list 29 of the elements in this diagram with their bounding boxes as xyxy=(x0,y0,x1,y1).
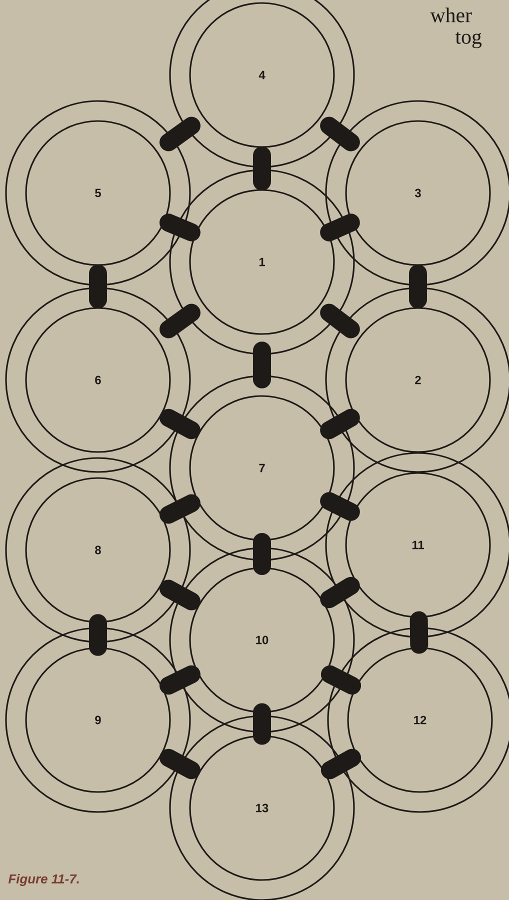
ring: 8 xyxy=(5,457,191,643)
ring: 6 xyxy=(5,287,191,473)
link xyxy=(320,408,360,440)
ring: 9 xyxy=(5,627,191,813)
ring: 4 xyxy=(169,0,355,168)
ring: 11 xyxy=(325,452,509,638)
link xyxy=(320,214,360,242)
link xyxy=(160,214,200,242)
link xyxy=(160,665,200,695)
ring: 12 xyxy=(327,627,509,813)
ring: 5 xyxy=(5,100,191,286)
ring: 13 xyxy=(169,715,355,900)
link xyxy=(253,703,271,745)
link xyxy=(320,492,360,521)
ring: 2 xyxy=(325,287,509,473)
link xyxy=(89,614,107,656)
page-text: tog xyxy=(455,32,482,48)
ring: 7 xyxy=(169,375,355,561)
link xyxy=(410,611,428,654)
link xyxy=(160,494,200,524)
ring: 1 xyxy=(169,169,355,355)
ring: 10 xyxy=(169,547,355,733)
caption: Figure 11-7. xyxy=(8,874,79,886)
ring: 3 xyxy=(325,100,509,286)
link xyxy=(320,665,362,695)
page-text: wher xyxy=(430,8,472,22)
link xyxy=(253,532,271,576)
link xyxy=(320,576,360,608)
link xyxy=(320,748,362,780)
